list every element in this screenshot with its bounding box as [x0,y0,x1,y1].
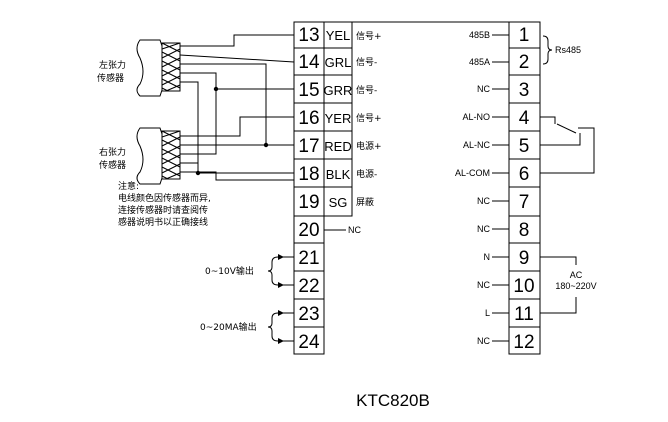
note-line-3: 连接传感器时请查阅传 [118,204,208,216]
terminal-19-desc: 屏蔽 [356,196,374,208]
voltage-output-leads [267,256,294,286]
left-terminal-codes: YEL GRL GRR YER RED BLK SG [324,28,353,210]
t20-nc-label: NC [348,225,361,235]
sensor-wires [179,34,295,181]
terminal-9-num: 9 [519,248,530,269]
terminal-8-num: 8 [519,220,530,241]
t21-arrow-icon [278,254,284,260]
ac-supply-bracket [540,256,577,314]
voltage-output-label: 0~10V输出 [205,265,254,277]
terminal-11-label: L [485,308,490,318]
terminal-4-label: AL-NO [462,112,490,122]
terminal-15-code: GRR [324,83,353,98]
terminal-1-label: 485B [469,30,490,40]
left-terminal-block [293,21,353,355]
terminal-15-desc: 信号- [356,84,377,96]
terminal-24-num: 24 [298,332,320,353]
note-line-4: 感器说明书以正确接线 [118,216,208,228]
ac-voltage-label: 180~220V [555,281,596,291]
terminal-14-desc: 信号- [356,56,377,68]
left-terminal-descs: 信号+ 信号- 信号- 信号+ 电源+ 电源- 屏蔽 [356,30,382,208]
right-terminal-numbers: 1 2 3 4 5 6 7 8 9 10 11 12 [513,25,534,353]
right-sensor-label-1: 右张力 [99,146,126,158]
terminal-2-label: 485A [469,57,490,67]
left-sensor-label-1: 左张力 [99,59,126,71]
terminal-15-num: 15 [298,80,319,101]
terminal-18-num: 18 [298,164,319,185]
terminal-3-num: 3 [519,80,530,101]
terminal-16-code: YER [325,111,352,126]
right-terminal-block [508,21,541,355]
terminal-7-label: NC [477,196,490,206]
terminal-6-label: AL-COM [455,168,490,178]
terminal-23-num: 23 [298,304,319,325]
t24-arrow-icon [278,338,284,344]
terminal-6-num: 6 [519,164,530,185]
right-terminal-labels: 485B 485A NC AL-NO AL-NC AL-COM NC NC N … [455,30,491,346]
terminal-11-num: 11 [514,304,534,325]
terminal-4-num: 4 [519,108,530,129]
terminal-10-label: NC [477,280,490,290]
note-line-1: 注意: [118,180,139,192]
terminal-5-num: 5 [519,136,530,157]
t23-arrow-icon [278,310,284,316]
right-terminal-leads [492,34,509,342]
terminal-17-code: RED [324,139,351,154]
terminal-10-num: 10 [513,276,534,297]
rs485-brace [542,35,553,65]
terminal-5-label: AL-NC [463,140,491,150]
terminal-3-label: NC [477,84,490,94]
terminal-12-num: 12 [513,332,534,353]
terminal-13-num: 13 [298,25,319,46]
terminal-2-num: 2 [519,52,530,73]
terminal-20-num: 20 [298,220,319,241]
terminal-1-num: 1 [519,25,530,46]
terminal-17-num: 17 [298,136,319,157]
terminal-13-code: YEL [326,28,351,43]
terminal-22-num: 22 [298,276,319,297]
left-sensor-graphic [136,39,181,97]
rs485-label: Rs485 [555,45,581,55]
terminal-19-code: SG [329,195,348,210]
left-sensor-label-2: 传感器 [97,72,124,84]
ac-label: AC [570,270,583,280]
right-sensor-label-2: 传感器 [99,159,126,171]
terminal-12-label: NC [477,336,490,346]
terminal-21-num: 21 [298,248,319,269]
current-output-leads [267,312,294,342]
terminal-19-num: 19 [298,192,319,213]
right-sensor-graphic [136,127,181,185]
terminal-18-desc: 电源- [356,168,377,180]
terminal-16-desc: 信号+ [356,112,382,124]
terminal-9-label: N [484,252,491,262]
alarm-relay-contact [540,116,595,174]
terminal-18-code: BLK [326,167,351,182]
terminal-14-num: 14 [298,52,320,73]
current-output-label: 0~20MA输出 [200,321,257,333]
terminal-16-num: 16 [298,108,319,129]
terminal-8-label: NC [477,224,490,234]
terminal-13-desc: 信号+ [356,30,382,42]
terminal-7-num: 7 [519,192,530,213]
note-line-2: 电线颜色因传感器而异, [118,192,211,204]
terminal-14-code: GRL [325,55,352,70]
terminal-17-desc: 电源+ [356,140,382,152]
t22-arrow-icon [278,282,284,288]
model-title: KTC820B [356,391,430,410]
left-terminal-numbers: 13 14 15 16 17 18 19 20 21 22 23 24 [298,25,320,353]
wire-junctions [195,86,269,176]
